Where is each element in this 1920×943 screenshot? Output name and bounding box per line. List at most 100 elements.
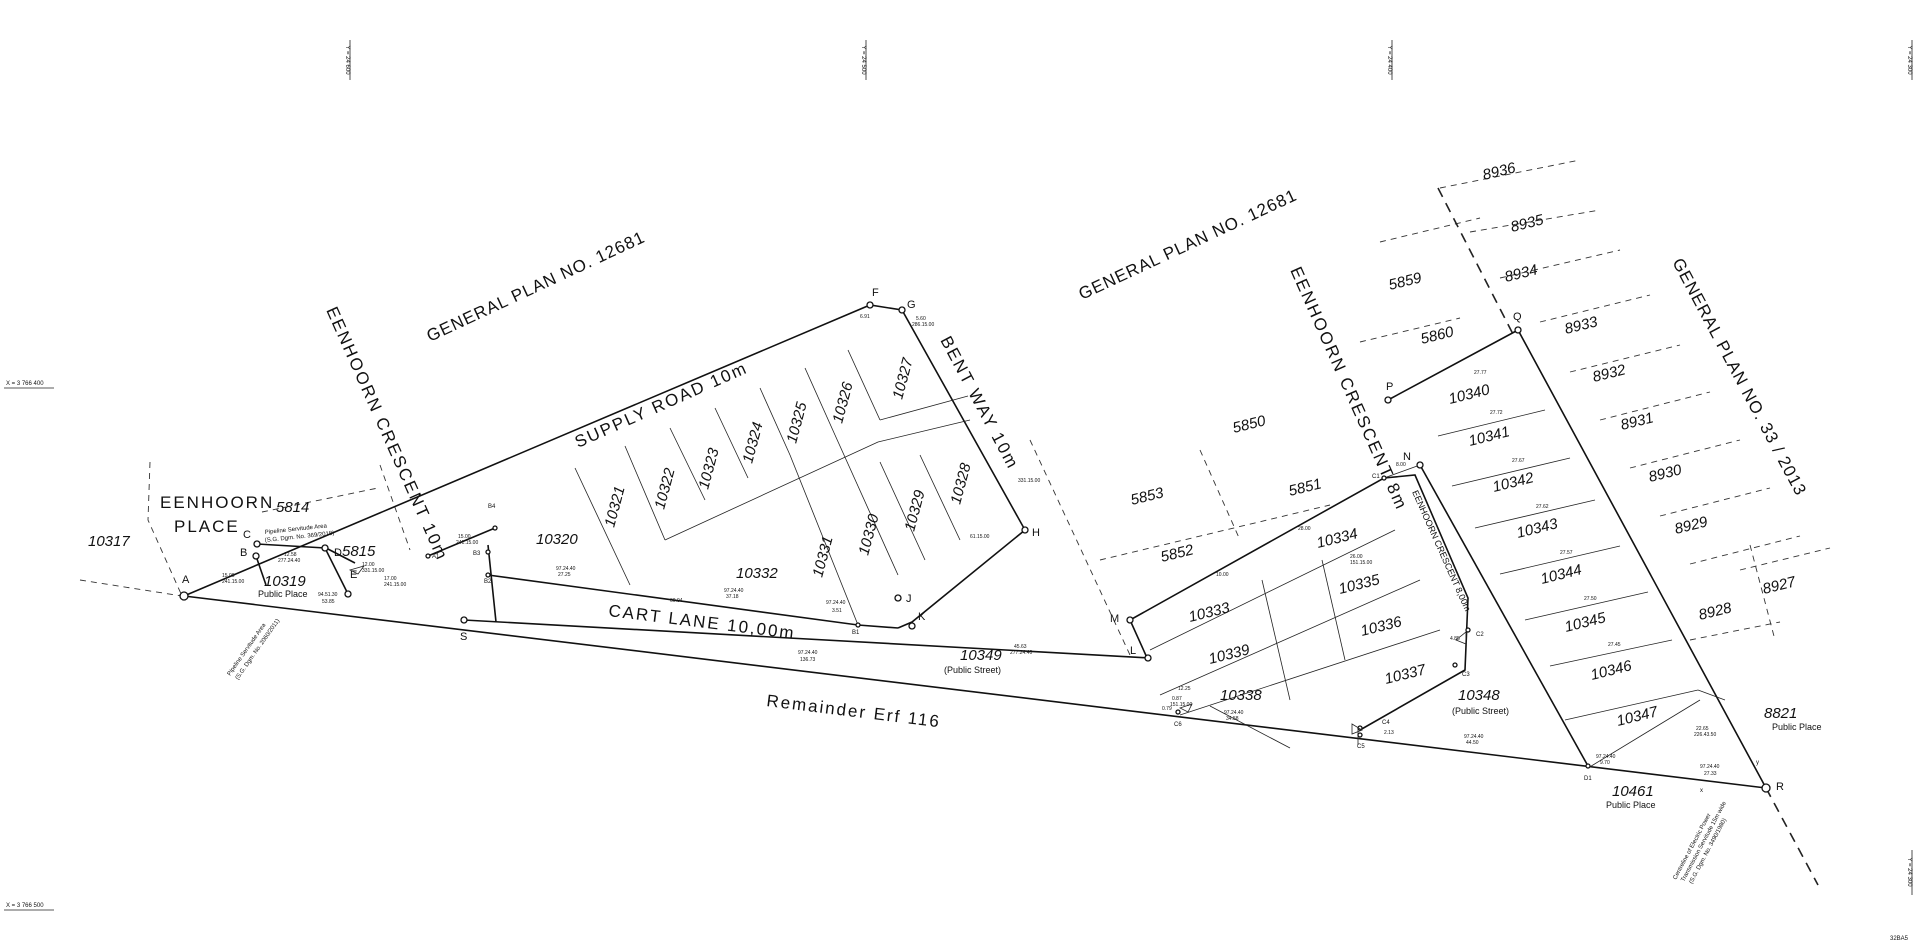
boundary-line (1524, 591, 1649, 621)
beacon-P (1384, 396, 1392, 404)
boundary-line (1765, 787, 1819, 886)
point-label: R (1776, 781, 1784, 793)
point-label: C5 (1357, 744, 1365, 750)
parcel-outlines (183, 304, 1767, 789)
boundary-line (1474, 499, 1596, 529)
dimension-label: 12.25 (1178, 686, 1191, 692)
dimension-label: 61.15.00 (970, 534, 990, 540)
erf-number: 8927 (1761, 573, 1798, 598)
dimension-label: 26.00 (1350, 554, 1363, 560)
dimension-label: 226.43.50 (1694, 732, 1716, 738)
boundary-line (1099, 504, 1331, 561)
dimension-label: 17.00 (384, 576, 397, 582)
erf-number: 5859 (1387, 269, 1424, 294)
erf-number: 8931 (1619, 409, 1655, 434)
boundary-line (1321, 559, 1346, 661)
dimension-label: 27.57 (1560, 550, 1573, 556)
beacon-B3 (485, 549, 491, 555)
boundary-line (919, 454, 961, 541)
adjacent-boundaries (79, 159, 1831, 886)
dimension-label: 3.51 (832, 608, 842, 614)
dimension-label: 277.24.40 (278, 558, 300, 564)
erf-number: 5815 (342, 543, 376, 560)
remainder-label: Remainder Erf 116 (766, 691, 942, 731)
boundary-line (463, 619, 1151, 659)
boundary-line (574, 467, 631, 586)
arrow-markers (348, 565, 1467, 735)
point-label: J (906, 593, 912, 605)
erf-number: 5851 (1287, 475, 1323, 500)
erf-number: 10328 (947, 461, 974, 506)
erf-number: 10329 (901, 488, 928, 533)
beacon-L (1144, 654, 1152, 662)
point-label: N (1403, 451, 1411, 463)
erf-number: 10342 (1491, 469, 1536, 496)
point-label: A1 (432, 554, 440, 560)
boundary-line (759, 387, 791, 456)
grid-label-x: X = 3 766 500 (6, 903, 44, 909)
point-label: D1 (1584, 776, 1592, 782)
boundary-line (1437, 409, 1546, 437)
erf-number: 10325 (783, 400, 810, 445)
dimension-label: 241.15.00 (222, 579, 244, 585)
point-label: E (350, 569, 357, 581)
boundary-line (1569, 344, 1681, 373)
arrow-icon (1178, 703, 1193, 713)
erf-number: 10321 (601, 484, 628, 529)
erf-numbers: 10317 5814 5815 10319 Public Place 10320… (88, 159, 1822, 810)
erf-number: 10327 (889, 356, 916, 401)
beacon-J (894, 594, 902, 602)
public-place-label: Public Place (1772, 722, 1822, 732)
point-label: C4 (1382, 720, 1390, 726)
erf-number: 8928 (1697, 599, 1734, 624)
beacon-A1 (425, 553, 431, 559)
beacon-F (866, 301, 874, 309)
grid-label-y: Y = 24 300 (1906, 857, 1912, 887)
boundary-line (255, 555, 267, 586)
erf-number: 5853 (1129, 484, 1166, 509)
erf-number: 10332 (736, 565, 778, 582)
dimension-label: 97.24.40 (798, 650, 818, 656)
beacon-C6 (1175, 709, 1181, 715)
erf-number: 10345 (1563, 609, 1608, 636)
boundary-line (1179, 629, 1441, 716)
beacon-B (252, 552, 260, 560)
erf-number: 10319 (264, 573, 306, 590)
public-street-label: (Public Street) (1452, 706, 1509, 716)
dimension-label: 53.85 (322, 599, 335, 605)
boundary-line (1697, 689, 1726, 701)
dimension-label: 28.00 (1298, 526, 1311, 532)
boundary-line (1379, 217, 1481, 243)
beacon-H (1021, 526, 1029, 534)
dimension-label: 97.24.40 (1224, 710, 1244, 716)
beacon-B4 (492, 525, 498, 531)
erf-number: 10336 (1359, 613, 1404, 640)
erf-number: 10461 (1612, 783, 1654, 800)
servitude-notes: Pipeline Servitude Area (S.G. Dgm. No. 3… (227, 523, 1729, 885)
erf-number: 10322 (651, 466, 678, 511)
boundary-line (1439, 159, 1581, 189)
boundary-line (1539, 294, 1651, 323)
point-label: C (243, 529, 251, 541)
dimension-label: 97.24.40 (1700, 764, 1720, 770)
point-label: B4 (488, 504, 496, 510)
boundary-line (1739, 547, 1831, 571)
boundary-line (847, 349, 881, 421)
dimension-label: 27.50 (1584, 596, 1597, 602)
public-place-label: Public Place (258, 589, 308, 599)
boundary-line (1199, 449, 1241, 541)
beacon-C3 (1452, 662, 1458, 668)
erf-number: 10330 (855, 512, 882, 557)
dimension-label: 286.15.00 (912, 322, 934, 328)
beacon-M (1126, 616, 1134, 624)
beacons (179, 301, 1771, 793)
erf-number: 10340 (1447, 381, 1492, 408)
beacon-C2 (1465, 627, 1471, 633)
point-label: B2 (484, 579, 492, 585)
boundary-line (1587, 699, 1701, 769)
erf-number: 8929 (1673, 513, 1710, 538)
point-label: F (872, 287, 879, 299)
boundary-line (664, 419, 971, 541)
dimension-label: 97.24.40 (1596, 754, 1616, 760)
erf-number: 10320 (536, 531, 578, 548)
